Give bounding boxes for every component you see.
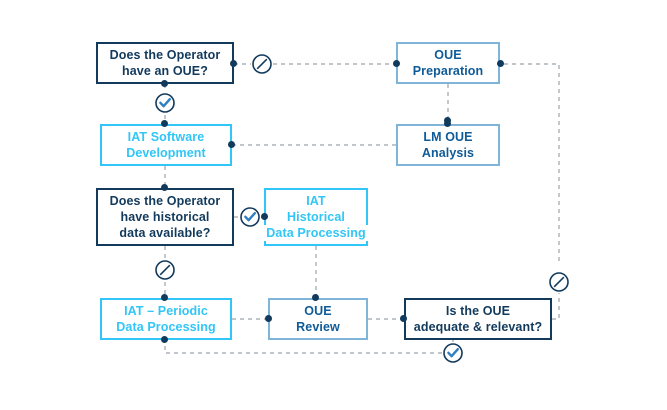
node-line: Analysis <box>416 145 480 162</box>
node-oue-preparation[interactable]: OUE Preparation <box>396 42 500 84</box>
check-icon <box>443 343 463 363</box>
port-dot <box>161 336 168 343</box>
node-line: have an OUE? <box>117 63 213 80</box>
port-dot <box>312 294 319 301</box>
node-line: Data Processing <box>111 319 221 336</box>
no-icon <box>252 54 272 74</box>
port-dot <box>230 60 237 67</box>
no-icon <box>549 272 569 292</box>
node-does-operator-have-historical-data[interactable]: Does the Operator have historical data a… <box>96 188 234 246</box>
node-line: Preparation <box>407 63 489 80</box>
badge-no-icon-historical[interactable] <box>154 259 176 281</box>
node-line: Is the OUE <box>440 302 516 319</box>
node-line: adequate & relevant? <box>408 319 548 336</box>
node-iat-periodic-data-processing[interactable]: IAT – Periodic Data Processing <box>100 298 232 340</box>
edge-bottom-rail-to-periodic <box>164 340 442 354</box>
port-dot <box>261 213 268 220</box>
node-does-operator-have-oue[interactable]: Does the Operator have an OUE? <box>96 42 234 84</box>
badge-no-icon-right[interactable] <box>548 271 570 293</box>
node-line: Review <box>291 319 345 336</box>
edge-adequate-question-to-right-rail <box>552 283 560 320</box>
check-icon <box>240 207 260 227</box>
port-dot <box>161 80 168 87</box>
port-dot <box>393 60 400 67</box>
edge-right-rail-to-oue-preparation <box>500 63 560 261</box>
node-oue-review[interactable]: OUE Review <box>268 298 368 340</box>
port-dot <box>265 315 272 322</box>
node-line: Does the Operator <box>104 46 226 63</box>
node-line: IAT Software <box>122 128 210 145</box>
node-line: data available? <box>114 225 216 242</box>
port-dot <box>161 294 168 301</box>
node-line: IAT <box>301 192 331 209</box>
node-line: OUE <box>429 46 467 63</box>
node-line: Does the Operator <box>104 192 226 209</box>
node-line: Historical <box>282 208 350 226</box>
port-dot <box>444 120 451 127</box>
no-icon <box>155 260 175 280</box>
check-icon <box>155 93 175 113</box>
node-line: IAT – Periodic <box>119 302 213 319</box>
node-line: have historical <box>115 208 215 226</box>
node-line: LM OUE <box>418 128 478 145</box>
port-dot <box>400 315 407 322</box>
port-dot <box>161 184 168 191</box>
port-dot <box>161 120 168 127</box>
port-dot <box>497 60 504 67</box>
badge-yes-icon-top[interactable] <box>154 92 176 114</box>
node-iat-software-development[interactable]: IAT Software Development <box>100 124 232 166</box>
node-line: OUE <box>299 302 337 319</box>
badge-no-icon-top[interactable] <box>251 53 273 75</box>
node-lm-oue-analysis[interactable]: LM OUE Analysis <box>396 124 500 166</box>
node-iat-historical-data-processing[interactable]: IAT Historical Data Processing <box>261 188 371 246</box>
node-line: Development <box>121 145 211 162</box>
badge-yes-icon-historical[interactable] <box>239 206 261 228</box>
node-line: Data Processing <box>261 225 371 242</box>
node-is-oue-adequate-relevant[interactable]: Is the OUE adequate & relevant? <box>404 298 552 340</box>
port-dot <box>228 141 235 148</box>
badge-yes-icon-bottom[interactable] <box>442 342 464 364</box>
